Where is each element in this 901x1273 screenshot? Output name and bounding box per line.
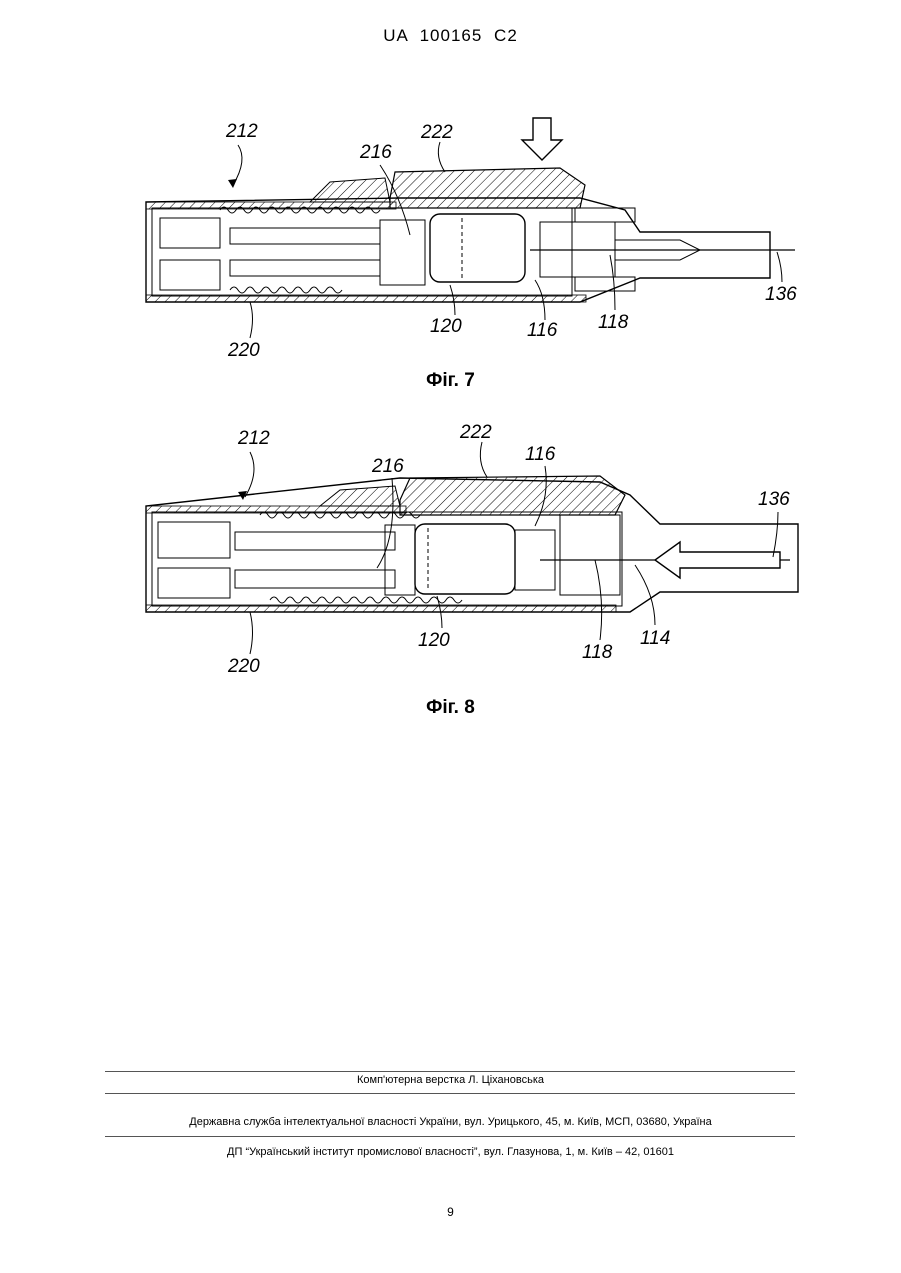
figure-7-caption: Фіг. 7 <box>0 370 901 392</box>
footer-rule-3 <box>105 1136 795 1137</box>
label-212: 212 <box>237 428 270 449</box>
label-136: 136 <box>765 284 797 305</box>
layout-credit: Комп'ютерна верстка Л. Ціхановська <box>0 1074 901 1086</box>
label-116: 116 <box>527 320 558 341</box>
label-118: 118 <box>582 642 613 663</box>
retract-arrow-icon <box>655 542 780 578</box>
label-136: 136 <box>758 489 790 510</box>
label-114: 114 <box>640 628 670 649</box>
label-222: 222 <box>420 122 453 143</box>
label-116: 116 <box>525 444 556 465</box>
figure-7-drawing: 212 222 216 220 120 116 118 136 <box>0 110 901 360</box>
button-222 <box>400 476 625 515</box>
figure-8-drawing: 212 222 216 116 136 220 120 118 114 <box>0 420 901 680</box>
page-number: 9 <box>0 1205 901 1219</box>
label-220: 220 <box>227 656 260 677</box>
patent-number-header: UA 100165 C2 <box>0 26 901 46</box>
label-118: 118 <box>598 312 629 333</box>
label-216: 216 <box>371 456 404 477</box>
button-222 <box>390 168 585 208</box>
label-212: 212 <box>225 121 258 142</box>
label-220: 220 <box>227 340 260 360</box>
figure-8-caption: Фіг. 8 <box>0 697 901 719</box>
label-216: 216 <box>359 142 392 163</box>
footer-rule-2 <box>105 1093 795 1094</box>
press-arrow-icon <box>522 118 562 160</box>
agency-address: Державна служба інтелектуальної власност… <box>0 1116 901 1128</box>
institute-address: ДП “Український інститут промислової вла… <box>0 1146 901 1158</box>
footer-rule-1 <box>105 1071 795 1072</box>
label-120: 120 <box>430 316 462 337</box>
label-120: 120 <box>418 630 450 651</box>
label-222: 222 <box>459 422 492 443</box>
